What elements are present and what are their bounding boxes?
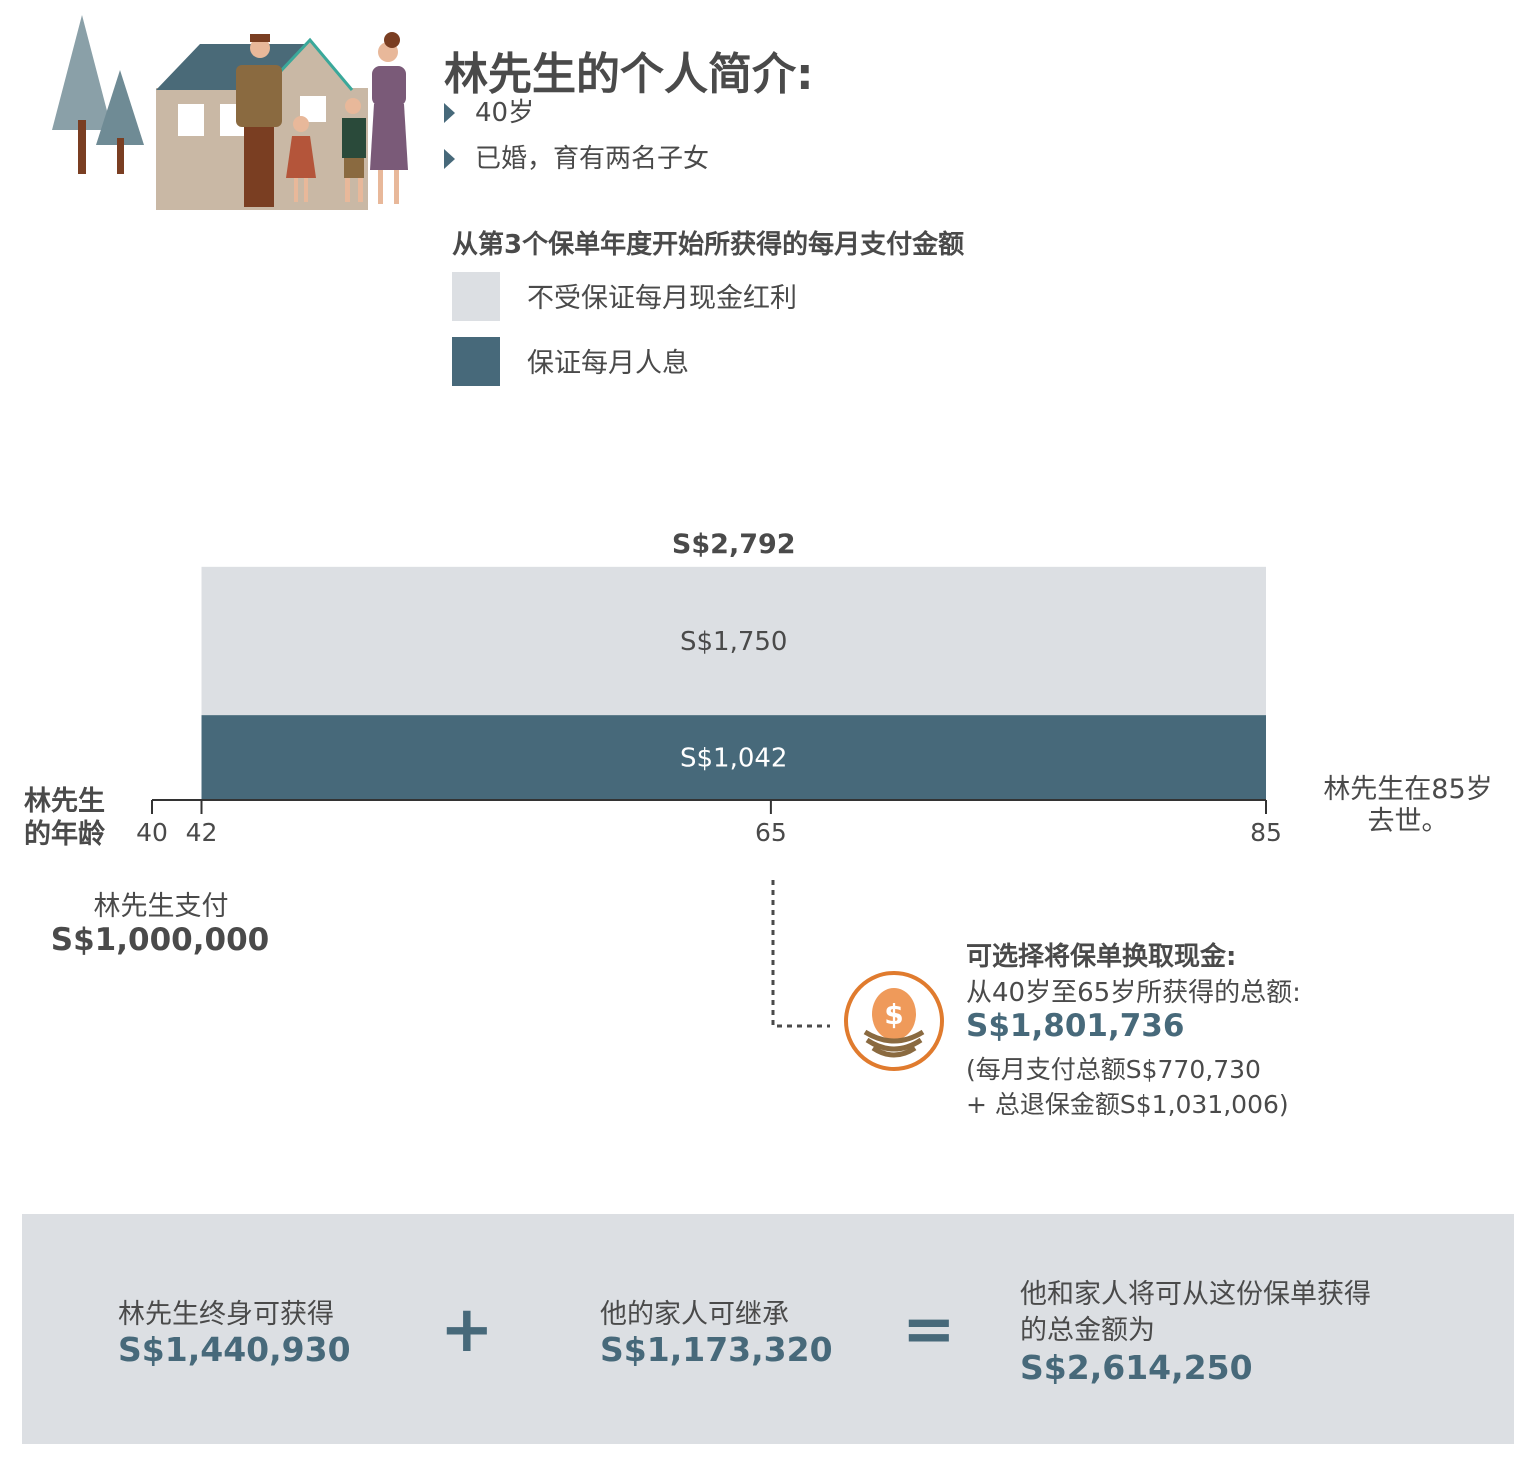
age-axis-label-text: 林先生的年龄: [24, 786, 105, 850]
svg-text:$: $: [884, 998, 903, 1031]
triangle-bullet-icon: [444, 103, 455, 123]
cash-out-subtitle: 从40岁至65岁所获得的总额:: [966, 978, 1301, 1008]
legend-label-guaranteed: 保证每月人息: [527, 348, 689, 379]
death-note-text: 林先生在85岁去世。: [1323, 774, 1493, 837]
cash-out-note-line1: (每月支付总额S$770,730: [966, 1055, 1261, 1084]
mother-icon: [370, 32, 408, 204]
age-tick-label-85: 85: [1250, 818, 1282, 847]
tree-icon: [96, 70, 144, 174]
summary-panel: 林先生终身可获得 S$1,440,930 + 他的家人可继承 S$1,173,3…: [22, 1214, 1514, 1444]
total-payout-label: S$2,792: [672, 529, 796, 560]
monthly-payout-chart: S$2,792 S$1,750 S$1,042: [151, 529, 1267, 814]
legend-swatch-bonus: [452, 272, 500, 321]
profile-item-label: 已婚，育有两名子女: [475, 144, 710, 174]
plus-icon: +: [440, 1293, 494, 1367]
cash-out-value: S$1,801,736: [966, 1008, 1185, 1044]
age-axis-label: 林先生的年龄: [24, 785, 105, 851]
son-icon: [342, 98, 366, 202]
summary-lifetime-value: S$1,440,930: [118, 1330, 351, 1369]
legend-title: 从第3个保单年度开始所获得的每月支付金额: [452, 230, 965, 260]
cash-out-connector: [771, 880, 830, 1028]
summary-lifetime-label: 林先生终身可获得: [118, 1299, 334, 1330]
profile-title: 林先生的个人简介:: [444, 49, 814, 100]
profile-item-family: 已婚，育有两名子女: [444, 138, 709, 175]
bar-label-bonus: S$1,750: [680, 627, 787, 657]
triangle-bullet-icon: [444, 149, 455, 169]
summary-inherit-label: 他的家人可继承: [600, 1299, 789, 1330]
summary-total-label-line1: 他和家人将可从这份保单获得: [1020, 1279, 1371, 1310]
equals-icon: =: [902, 1293, 956, 1367]
daughter-icon: [286, 116, 316, 202]
father-icon: [236, 34, 282, 207]
age-tick-label-42: 42: [185, 818, 218, 847]
bar-segment-bonus: [201, 566, 1266, 716]
tree-icon: [52, 15, 112, 174]
bar-label-guaranteed: S$1,042: [680, 744, 787, 774]
bar-segment-guaranteed: [201, 715, 1266, 800]
cash-out-note-line2: + 总退保金额S$1,031,006): [966, 1090, 1289, 1119]
money-bag-nest-icon: $: [844, 971, 944, 1071]
family-house-illustration: [52, 15, 408, 210]
cash-out-title: 可选择将保单换取现金:: [966, 942, 1237, 972]
legend-label-bonus: 不受保证每月现金红利: [527, 283, 797, 314]
payment-label: 林先生支付: [93, 891, 229, 922]
legend-swatch-guaranteed: [452, 337, 500, 386]
profile-item-label: 40岁: [475, 98, 535, 128]
summary-total-label-line2: 的总金额为: [1020, 1315, 1155, 1346]
profile-item-age: 40岁: [444, 92, 534, 129]
death-note: 林先生在85岁去世。: [1318, 774, 1498, 838]
age-tick-label-65: 65: [754, 818, 787, 847]
summary-total-value: S$2,614,250: [1020, 1348, 1253, 1387]
age-axis-ticks: [151, 800, 1267, 814]
summary-inherit-value: S$1,173,320: [600, 1330, 833, 1369]
age-tick-label-40: 40: [136, 818, 168, 847]
payment-value: S$1,000,000: [50, 922, 270, 958]
